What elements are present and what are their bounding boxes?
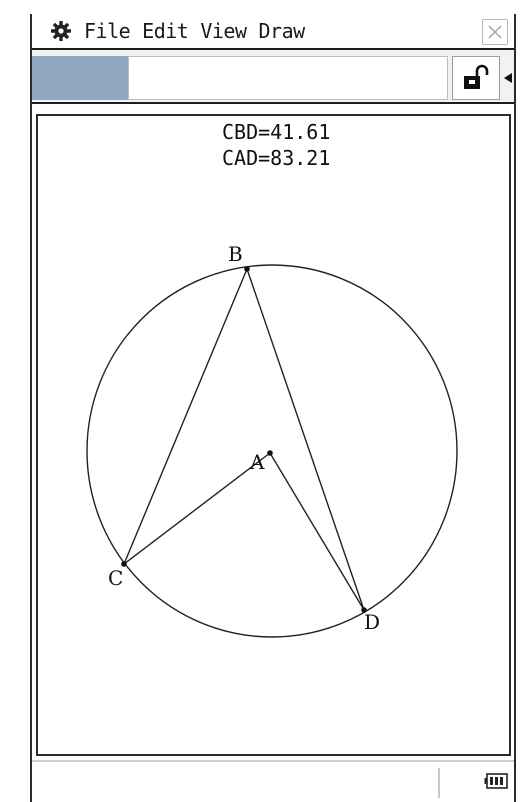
toolbar: [32, 50, 514, 104]
window-right-border: [514, 14, 516, 802]
geometry-canvas[interactable]: CBD=41.61 CAD=83.21 A B C D: [36, 114, 511, 756]
circle-shape[interactable]: [86, 264, 458, 638]
geometry-drawing[interactable]: [38, 116, 509, 754]
unlock-icon: [464, 64, 489, 89]
label-c[interactable]: C: [108, 566, 124, 590]
status-bar: [32, 760, 514, 802]
segment-bc[interactable]: [123, 268, 248, 565]
gear-icon[interactable]: [50, 20, 72, 42]
measurement-entry-field[interactable]: [128, 56, 448, 100]
measurement-cad[interactable]: CAD=83.21: [222, 146, 331, 170]
menu-edit[interactable]: Edit: [142, 19, 189, 43]
point-c[interactable]: [121, 561, 127, 567]
point-d[interactable]: [361, 607, 367, 613]
menu-draw[interactable]: Draw: [258, 19, 306, 43]
triangle-left-icon: [504, 73, 512, 83]
toolbar-scroll-button[interactable]: [502, 56, 514, 100]
close-icon: [488, 25, 502, 39]
selection-indicator[interactable]: [32, 56, 128, 100]
menu-view[interactable]: View: [200, 19, 247, 43]
label-d[interactable]: D: [364, 610, 381, 634]
menu-file[interactable]: File: [84, 19, 131, 43]
point-a[interactable]: [267, 450, 273, 456]
window-left-border: [30, 14, 32, 802]
measurement-cbd[interactable]: CBD=41.61: [222, 120, 331, 144]
lock-button[interactable]: [452, 56, 500, 100]
segment-ac[interactable]: [123, 452, 271, 565]
point-b[interactable]: [244, 266, 250, 272]
status-divider: [438, 768, 440, 798]
battery-icon: [484, 773, 508, 789]
segment-bd[interactable]: [246, 268, 365, 611]
close-button[interactable]: [482, 19, 508, 45]
segment-ad[interactable]: [269, 452, 365, 611]
label-b[interactable]: B: [228, 242, 243, 266]
menu-bar: File Edit View Draw: [32, 14, 514, 50]
label-a[interactable]: A: [250, 450, 265, 474]
